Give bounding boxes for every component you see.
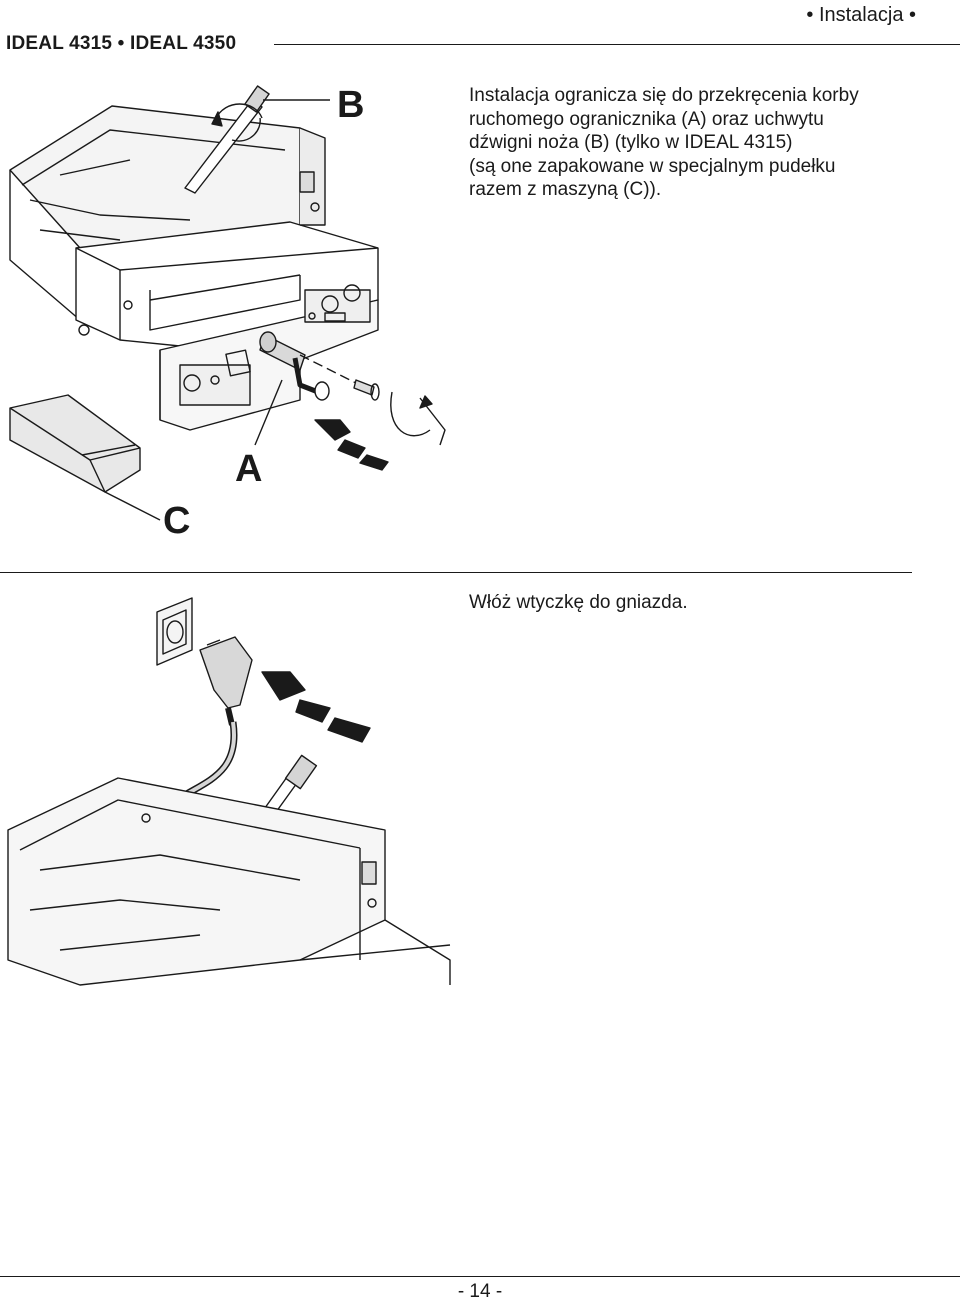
plug-instruction: Włóż wtyczkę do gniazda. [469,592,688,613]
instruction-line: Instalacja ogranicza się do przekręcenia… [469,85,859,106]
callout-c: C [163,500,191,542]
callout-a: A [235,448,263,490]
plug-socket-illustration [7,597,451,986]
model-title: IDEAL 4315 • IDEAL 4350 [6,33,237,54]
installation-instructions: Instalacja ogranicza się do przekręcenia… [469,84,939,202]
callout-b: B [337,84,365,126]
page-number: - 14 - [457,1281,503,1302]
machine-assembly-illustration [9,85,446,521]
section-divider [0,572,912,574]
instruction-line: dźwigni noża (B) (tylko w IDEAL 4315) [469,132,793,153]
instruction-line: (są one zapakowane w specjalnym pudełku [469,155,836,177]
instruction-line: razem z maszyną (C)). [469,179,662,200]
footer-rule [0,1276,960,1278]
header-rule [274,44,960,46]
instruction-line: ruchomego ogranicznika (A) oraz uchwytu [469,108,824,130]
section-title: • Instalacja • [806,4,916,26]
